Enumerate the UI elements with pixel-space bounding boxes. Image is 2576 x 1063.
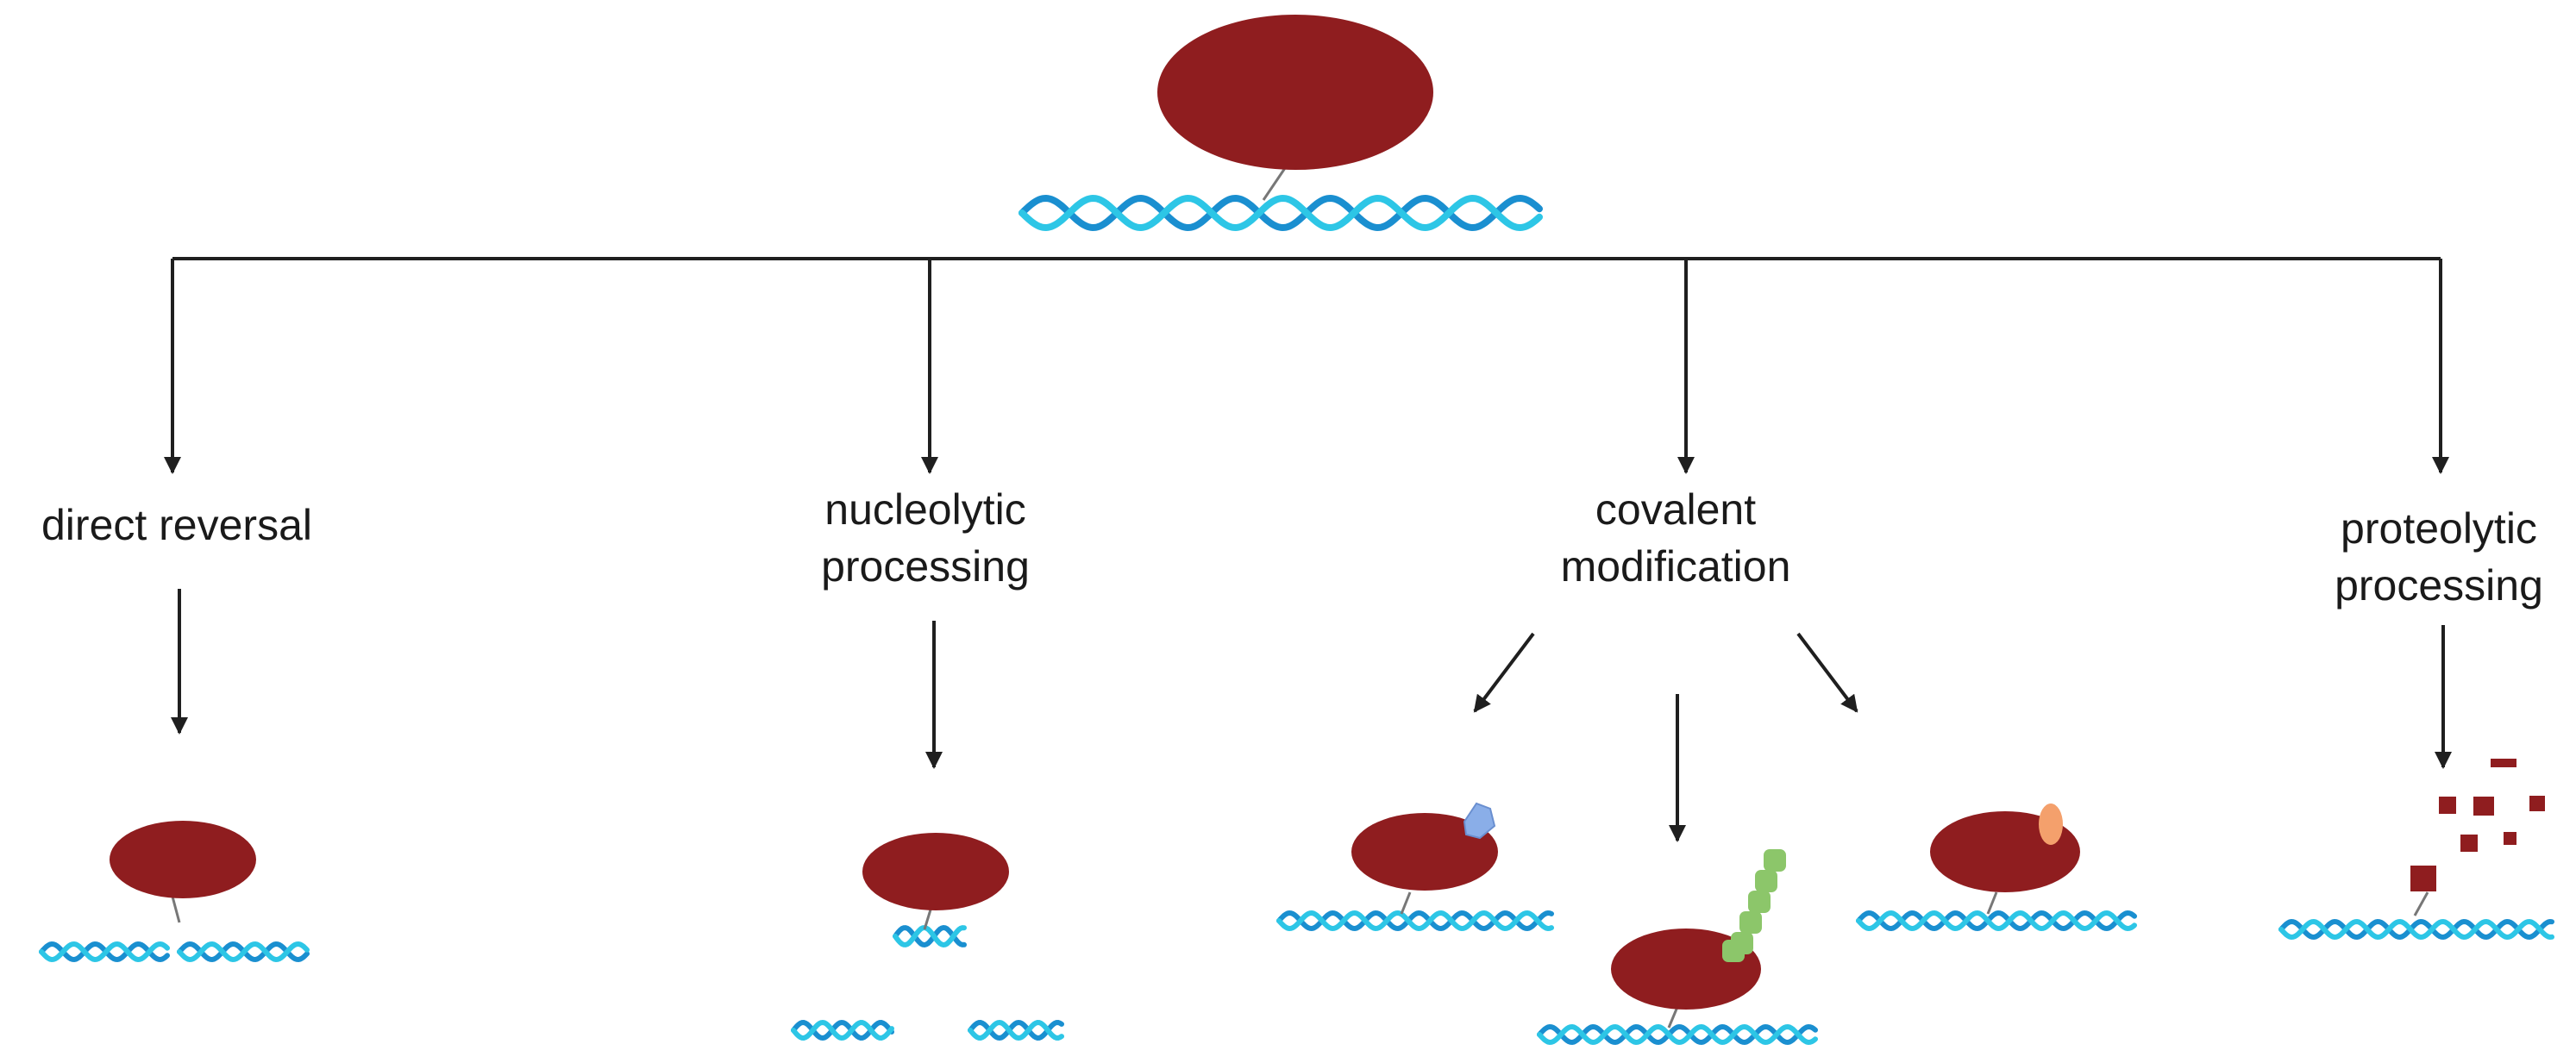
covalent-green-chain-unit xyxy=(1722,940,1745,962)
label-nucleolytic-line1: nucleolytic xyxy=(824,485,1026,534)
proteolytic-peptide-remnant xyxy=(2410,866,2436,891)
top-dna-strand-a xyxy=(1018,194,1543,232)
top-dna-strand-b xyxy=(1018,194,1543,232)
connector-lines xyxy=(164,257,2452,842)
protein-modifications xyxy=(1463,759,2545,962)
covalent-blue-modification xyxy=(1463,802,1496,840)
label-nucleolytic-processing: nucleolytic processing xyxy=(821,481,1030,595)
covalent-green-chain-unit xyxy=(1764,849,1786,872)
covalent-middle-crosslink xyxy=(1667,1006,1679,1029)
label-covalent-line1: covalent xyxy=(1595,485,1757,534)
label-direct-reversal-text: direct reversal xyxy=(41,501,312,549)
proteolytic-crosslink xyxy=(2413,891,2429,916)
direct-dna-left-strand-b xyxy=(39,941,170,963)
covalent-green-chain-unit xyxy=(1739,911,1762,934)
nucleolytic-protein xyxy=(862,833,1009,910)
proteolytic-fragment xyxy=(2504,832,2516,845)
covalent-right-dna-strand-a xyxy=(1856,910,2137,932)
covalent-left-crosslink xyxy=(1400,891,1412,915)
proteolytic-fragment xyxy=(2439,797,2456,814)
proteolytic-fragment xyxy=(2529,796,2545,811)
proteolytic-fragment xyxy=(2473,797,2494,816)
dna-strands xyxy=(39,194,2554,1046)
direct-dna-right-strand-b xyxy=(177,941,310,963)
covalent-left-dna-strand-a xyxy=(1276,910,1554,932)
direct-crosslink xyxy=(171,896,181,923)
arrow-covalent-right xyxy=(1796,632,1858,713)
nucleolytic-crosslink xyxy=(923,906,933,930)
proteolytic-dna-strand-a xyxy=(2278,918,2554,941)
nucleolytic-dna-left-strand-b xyxy=(791,1019,894,1041)
top-protein xyxy=(1157,15,1433,170)
covalent-middle-dna-strand-a xyxy=(1537,1023,1818,1046)
label-proteolytic-processing: proteolytic processing xyxy=(2335,500,2543,614)
nucleolytic-dna-right-strand-b xyxy=(968,1019,1064,1041)
label-nucleolytic-line2: processing xyxy=(821,542,1030,591)
direct-protein xyxy=(110,821,256,898)
label-proteolytic-line2: processing xyxy=(2335,561,2543,610)
covalent-right-dna-strand-b xyxy=(1856,910,2137,932)
label-direct-reversal: direct reversal xyxy=(41,497,312,553)
proteolytic-dna-strand-b xyxy=(2278,918,2554,941)
arrow-covalent-left xyxy=(1473,632,1535,713)
covalent-green-chain-unit xyxy=(1748,891,1771,913)
covalent-green-chain-unit xyxy=(1755,870,1777,892)
covalent-orange-modification xyxy=(2039,804,2063,845)
covalent-left-protein xyxy=(1351,813,1498,891)
covalent-middle-dna-strand-b xyxy=(1537,1023,1818,1046)
crosslink-tethers xyxy=(171,167,2429,1029)
covalent-left-dna-strand-b xyxy=(1276,910,1554,932)
nucleolytic-dna-left-strand-a xyxy=(791,1019,894,1041)
label-covalent-modification: covalent modification xyxy=(1561,481,1791,595)
label-covalent-line2: modification xyxy=(1560,542,1791,591)
proteolytic-fragment xyxy=(2491,759,2516,767)
proteins xyxy=(110,15,2080,1010)
label-proteolytic-line1: proteolytic xyxy=(2341,504,2537,553)
top-crosslink xyxy=(1262,167,1287,201)
covalent-right-crosslink xyxy=(1986,891,1998,915)
nucleolytic-fragment-strand-b xyxy=(893,924,967,948)
proteolytic-fragment xyxy=(2460,835,2478,852)
